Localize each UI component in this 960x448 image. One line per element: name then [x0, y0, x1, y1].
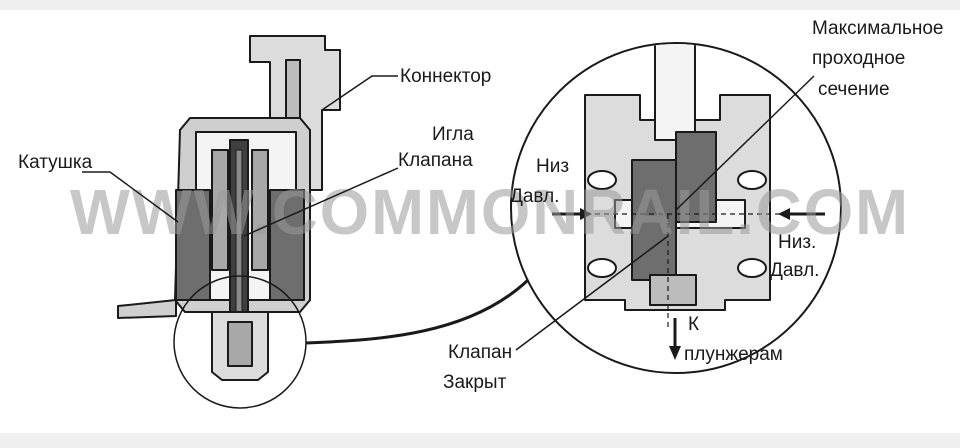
zoomed-stem — [654, 44, 696, 141]
label-valve-closed-line1: Клапан — [448, 342, 512, 363]
zoom-connector-curve — [305, 278, 530, 345]
label-to-plungers-line2: плунжерам — [684, 344, 783, 365]
hole-left-bottom — [587, 258, 617, 278]
label-valve-closed-line2: Закрыт — [443, 372, 507, 393]
leader-connector — [321, 75, 398, 111]
label-max-section-line3: сечение — [818, 79, 890, 100]
leader-coil — [82, 171, 179, 223]
label-low-pressure-right-line1: Низ. — [778, 232, 816, 253]
nozzle-insert — [227, 321, 253, 367]
label-max-section-line2: проходное — [812, 48, 905, 69]
hole-right-bottom — [737, 258, 767, 278]
label-connector: Коннектор — [400, 66, 491, 87]
mounting-flange — [117, 299, 177, 319]
arrow-down-plungers — [669, 318, 681, 360]
arrow-left-inflow — [552, 208, 592, 220]
arrow-right-inflow — [778, 208, 825, 220]
zoomed-seat — [649, 274, 697, 306]
label-low-pressure-left-line2: Давл. — [510, 186, 559, 207]
label-low-pressure-left-line1: Низ — [536, 156, 569, 177]
leader-lines — [82, 75, 815, 351]
label-low-pressure-right-line2: Давл. — [770, 260, 819, 281]
coil-right — [269, 189, 305, 301]
label-needle-line1: Игла — [432, 124, 474, 145]
coil-left — [175, 189, 211, 301]
zoomed-valve — [584, 44, 771, 311]
leader-needle — [243, 167, 399, 237]
connector-pin — [285, 59, 301, 121]
label-needle-line2: Клапана — [398, 150, 473, 171]
leader-valve-closed — [515, 235, 669, 351]
label-to-plungers-line1: К — [688, 314, 699, 335]
watermark-text: WWW.COMMONRAIL.COM — [70, 176, 910, 248]
coil-inner-right — [251, 149, 269, 271]
hole-left-top — [587, 170, 617, 190]
leader-max-section — [675, 75, 815, 211]
coil-inner-left — [211, 149, 229, 271]
hole-right-top — [737, 170, 767, 190]
label-coil: Катушка — [18, 152, 93, 173]
label-max-section-line1: Максимальное — [812, 18, 944, 39]
valve-assembly — [117, 35, 341, 381]
